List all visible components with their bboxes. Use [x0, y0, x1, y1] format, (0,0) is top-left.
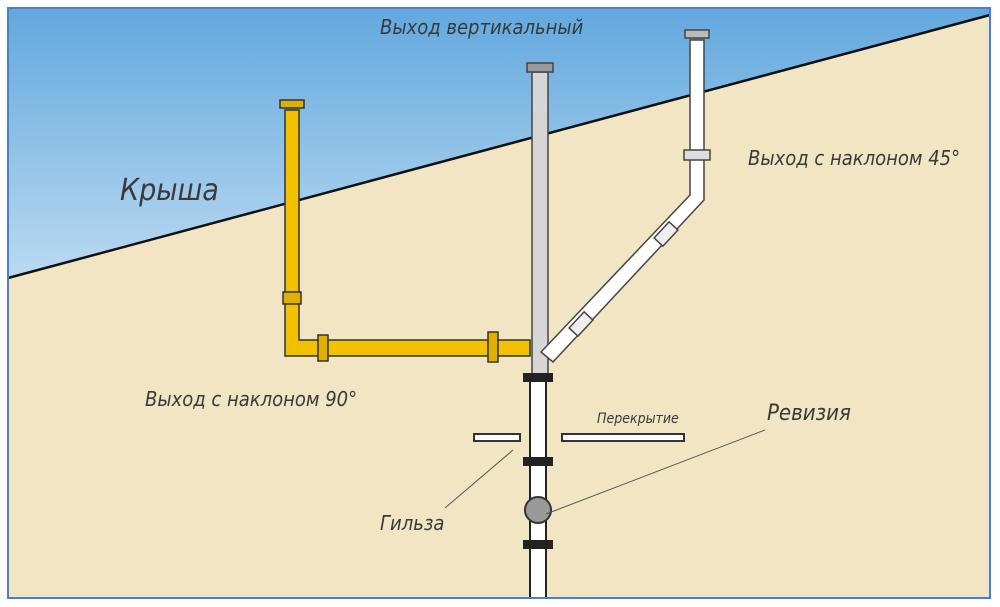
label-floor-slab: Перекрытие — [597, 411, 679, 427]
label-exit-90: Выход с наклоном 90° — [145, 387, 357, 411]
roof-line — [7, 13, 991, 280]
frame-border — [7, 7, 991, 599]
floor-slab — [473, 433, 685, 442]
label-sleeve: Гильза — [380, 511, 444, 535]
label-roof: Крыша — [120, 173, 219, 208]
pipe-45-degree — [539, 29, 711, 364]
revision-hatch — [524, 496, 552, 524]
label-exit-45: Выход с наклоном 45° — [748, 146, 960, 170]
pipe-90-degree — [279, 99, 531, 363]
label-revision: Ревизия — [767, 401, 851, 426]
main-stack-pipe — [523, 373, 553, 599]
leader-lines — [444, 429, 766, 515]
wall-area — [8, 15, 990, 598]
pipe-vertical — [526, 62, 554, 375]
background — [7, 8, 991, 598]
label-vertical-exit: Выход вертикальный — [380, 15, 584, 39]
